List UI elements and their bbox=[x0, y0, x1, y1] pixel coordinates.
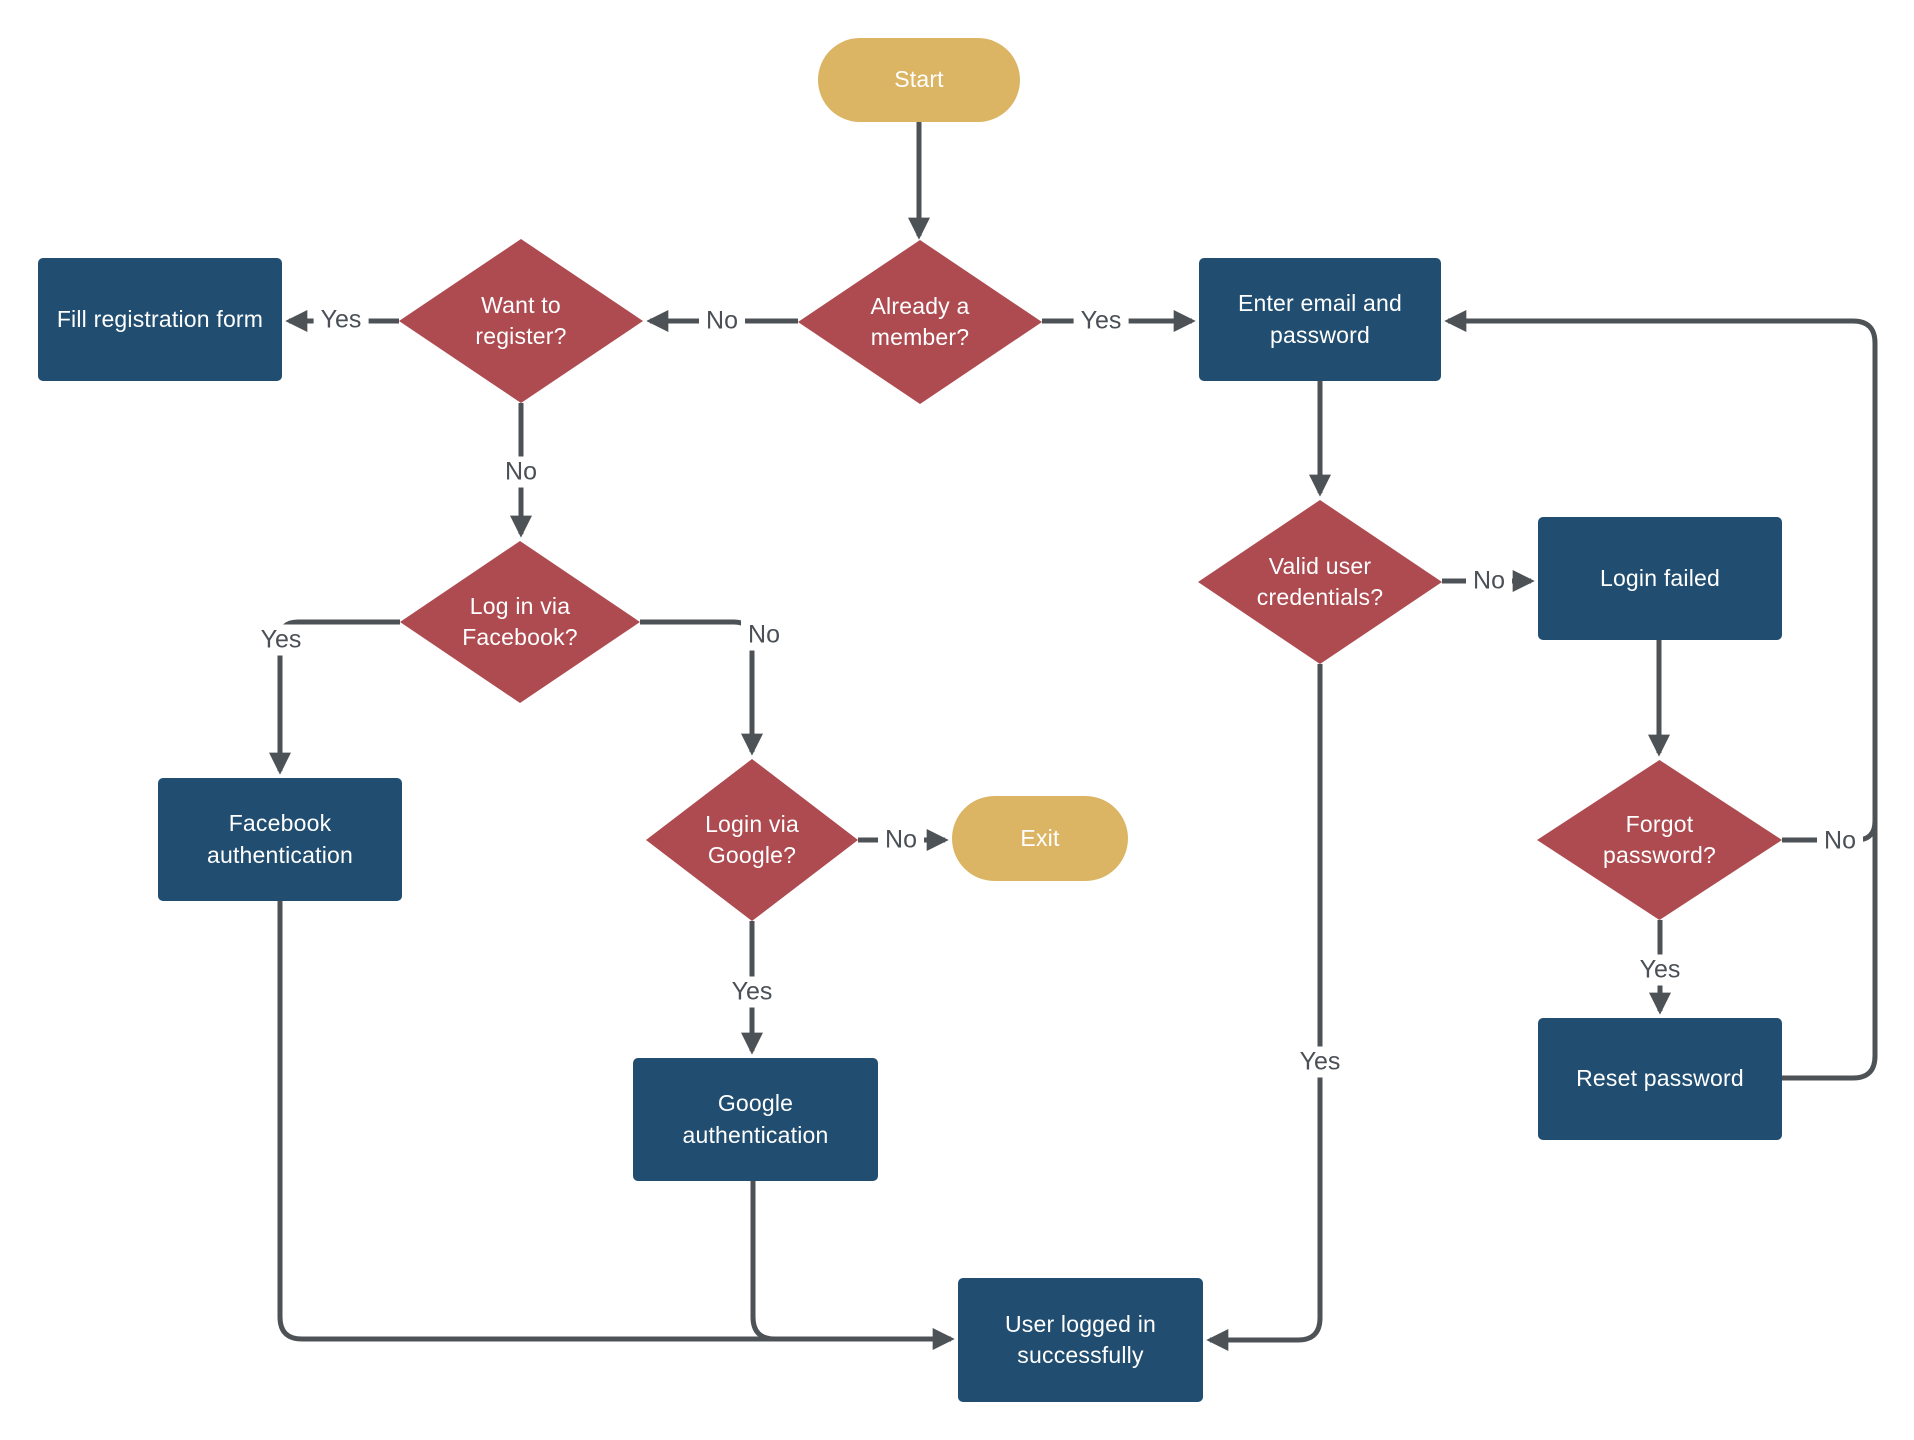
edge-label-login-google-yes: Yes bbox=[724, 976, 780, 1008]
edge-label-valid-credentials-yes: Yes bbox=[1292, 1046, 1348, 1078]
edge-label-valid-credentials-no: No bbox=[1466, 565, 1512, 597]
edge-label-forgot-password-no: No bbox=[1817, 825, 1863, 857]
edge-label-login-facebook-yes: Yes bbox=[253, 624, 309, 656]
edge-label-want-register-no: No bbox=[498, 456, 544, 488]
edge-login-facebook-no-to-login-google bbox=[640, 619, 763, 756]
edge-label-forgot-password-yes: Yes bbox=[1632, 954, 1688, 986]
edge-facebook-auth-to-user-logged-in bbox=[277, 901, 955, 1350]
node-user-logged-in: User logged in successfully bbox=[958, 1278, 1203, 1402]
edge-label-login-facebook-no: No bbox=[741, 619, 787, 651]
edge-label-login-google-no: No bbox=[878, 824, 924, 856]
edge-valid-credentials-yes-to-user-logged-in bbox=[1206, 664, 1323, 1351]
edge-google-auth-merge bbox=[750, 1181, 812, 1342]
node-google-authentication: Google authentication bbox=[633, 1058, 878, 1181]
edge-reset-password-loop-to-enter-email bbox=[1444, 310, 1878, 1081]
node-enter-email-password: Enter email and password bbox=[1199, 258, 1441, 381]
node-exit: Exit bbox=[952, 796, 1128, 881]
node-login-failed: Login failed bbox=[1538, 517, 1782, 640]
node-start: Start bbox=[818, 38, 1020, 122]
edge-label-already-member-no: No bbox=[699, 305, 745, 337]
node-fill-registration-form: Fill registration form bbox=[38, 258, 282, 381]
edge-label-want-register-yes: Yes bbox=[313, 304, 369, 336]
node-facebook-authentication: Facebook authentication bbox=[158, 778, 402, 901]
node-reset-password: Reset password bbox=[1538, 1018, 1782, 1140]
edge-label-already-member-yes: Yes bbox=[1073, 305, 1129, 337]
